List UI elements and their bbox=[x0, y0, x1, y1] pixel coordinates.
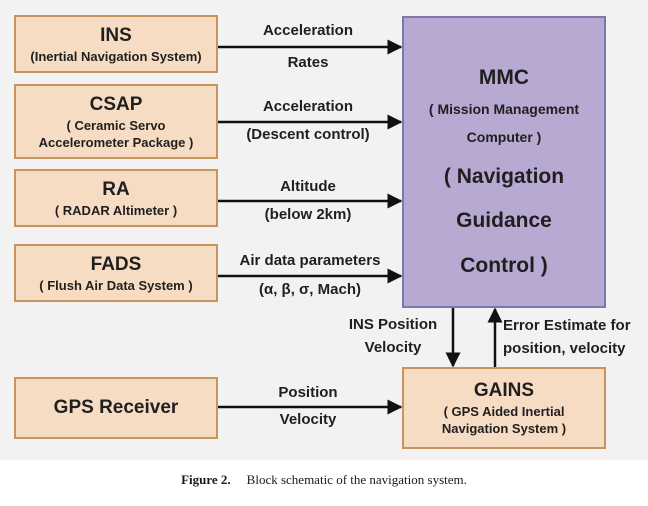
ins-title: INS bbox=[100, 24, 132, 46]
csap-subtitle-1: ( Ceramic Servo bbox=[66, 117, 166, 133]
ra-link-label-1: Altitude bbox=[280, 178, 336, 195]
mmc-block: MMC ( Mission Management Computer ) ( Na… bbox=[402, 16, 606, 308]
fads-block: FADS ( Flush Air Data System ) bbox=[14, 244, 218, 302]
mmc-to-gains-label-1: INS Position bbox=[348, 316, 438, 333]
ra-block: RA ( RADAR Altimeter ) bbox=[14, 169, 218, 227]
csap-link-label-1: Acceleration bbox=[262, 98, 354, 115]
mmc-function-guidance: Guidance bbox=[456, 209, 552, 232]
mmc-function-control: Control ) bbox=[460, 254, 548, 277]
csap-subtitle-2: Accelerometer Package ) bbox=[38, 134, 194, 150]
figure-label: Figure 2. bbox=[181, 472, 231, 487]
gps-link-label-1: Position bbox=[278, 384, 338, 401]
mmc-function-navigation: ( Navigation bbox=[443, 165, 565, 188]
csap-link-label-2: (Descent control) bbox=[246, 126, 370, 143]
ins-block: INS (Inertial Navigation System) bbox=[14, 15, 218, 73]
ra-subtitle: ( RADAR Altimeter ) bbox=[54, 202, 178, 218]
gps-receiver-block: GPS Receiver bbox=[14, 377, 218, 439]
fads-link-label-1: Air data parameters bbox=[239, 252, 381, 269]
csap-block: CSAP ( Ceramic Servo Accelerometer Packa… bbox=[14, 84, 218, 159]
figure-caption: Figure 2. Block schematic of the navigati… bbox=[0, 472, 648, 488]
gains-block: GAINS ( GPS Aided Inertial Navigation Sy… bbox=[402, 367, 606, 449]
gains-title: GAINS bbox=[473, 380, 535, 401]
fads-link-label-2: (α, β, σ, Mach) bbox=[259, 281, 361, 298]
csap-title: CSAP bbox=[89, 93, 143, 115]
mmc-to-gains-label-2: Velocity bbox=[364, 339, 422, 356]
ins-link-label-1: Acceleration bbox=[262, 22, 354, 39]
gains-to-mmc-label-1: Error Estimate for bbox=[503, 317, 631, 334]
fads-title: FADS bbox=[90, 253, 142, 275]
gains-subtitle-1: ( GPS Aided Inertial bbox=[443, 404, 565, 419]
mmc-subtitle-1: ( Mission Management bbox=[428, 101, 580, 117]
navigation-block-diagram: INS (Inertial Navigation System) CSAP ( … bbox=[0, 0, 648, 460]
ins-subtitle: (Inertial Navigation System) bbox=[30, 48, 202, 64]
mmc-title: MMC bbox=[478, 66, 530, 89]
fads-subtitle: ( Flush Air Data System ) bbox=[39, 277, 193, 293]
ins-link-label-2: Rates bbox=[287, 54, 329, 71]
figure-caption-text: Block schematic of the navigation system… bbox=[246, 472, 467, 487]
gains-subtitle-2: Navigation System ) bbox=[441, 421, 567, 436]
gps-link-label-2: Velocity bbox=[279, 411, 337, 428]
ra-link-label-2: (below 2km) bbox=[264, 206, 352, 223]
connector-arrows bbox=[218, 39, 503, 415]
mmc-subtitle-2: Computer ) bbox=[466, 129, 542, 145]
gains-to-mmc-label-2: position, velocity bbox=[503, 340, 626, 357]
gps-receiver-title: GPS Receiver bbox=[53, 397, 179, 418]
ra-title: RA bbox=[102, 178, 130, 200]
